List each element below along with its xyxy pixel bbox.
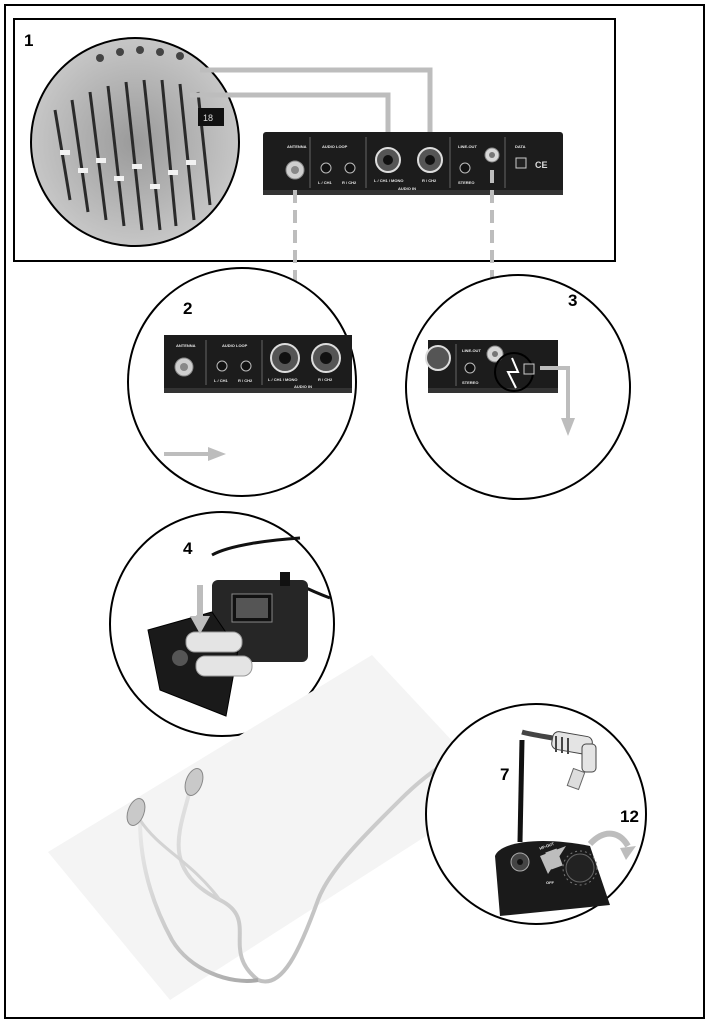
bodypack-hp-out: HP-OUT OFF <box>495 830 636 916</box>
usb-data-port <box>515 157 527 169</box>
svg-text:AUDIO IN: AUDIO IN <box>294 384 312 389</box>
loop-l-label: L / CH1 <box>318 180 332 185</box>
mixing-console-image: 18 <box>30 37 240 247</box>
svg-text:L / CH1 / MONO: L / CH1 / MONO <box>268 377 297 382</box>
loop-l-jack <box>320 162 332 174</box>
step-4-label: 4 <box>183 539 193 558</box>
step-2-circle: 2 ANTENNA AUDIO LOOP L / CH1 R / CH2 L /… <box>127 267 357 497</box>
volume-knob <box>565 853 595 883</box>
step-2-label: 2 <box>183 299 192 318</box>
bodypack-battery-image <box>147 536 331 717</box>
hp-out-label: HP-OUT <box>539 841 556 851</box>
receiver-rear-panel: ANTENNA AUDIO LOOP L / CH1 R / CH2 L / C… <box>263 132 563 195</box>
step-1-panel: 1 <box>13 18 616 262</box>
push-arrow-head <box>208 447 226 461</box>
outer-frame <box>4 4 705 1019</box>
svg-text:AUDIO LOOP: AUDIO LOOP <box>222 343 248 348</box>
svg-text:LINE-OUT: LINE-OUT <box>462 348 481 353</box>
step-3-label: 3 <box>568 291 577 310</box>
step-7-label: 7 <box>500 765 509 784</box>
step-3-circle: 3 LINE-OUT STEREO <box>405 274 631 500</box>
left-earbud <box>126 798 146 826</box>
step-1-label: 1 <box>24 31 33 50</box>
cable-route-arrowhead <box>561 418 575 436</box>
svg-text:L / CH1: L / CH1 <box>214 378 228 383</box>
audio-in-l-label: L / CH1 / MONO <box>374 178 403 183</box>
data-label: DATA <box>515 144 526 149</box>
receiver-panel-closeup: ANTENNA AUDIO LOOP L / CH1 R / CH2 L / C… <box>164 335 352 393</box>
power-panel-closeup: LINE-OUT STEREO <box>425 340 558 393</box>
step-12-label: 12 <box>620 807 639 826</box>
svg-text:STEREO: STEREO <box>462 380 478 385</box>
audio-in-label: AUDIO IN <box>398 186 416 191</box>
svg-text:R / CH2: R / CH2 <box>238 378 253 383</box>
svg-text:CE: CE <box>535 160 548 170</box>
stereo-label: STEREO <box>458 180 474 185</box>
line-out-jack <box>459 162 471 174</box>
line-out-label: LINE-OUT <box>458 144 477 149</box>
antenna-label: ANTENNA <box>287 144 307 149</box>
svg-text:R / CH2: R / CH2 <box>318 377 333 382</box>
right-earbud <box>184 768 204 796</box>
step-4-circle: 4 <box>109 511 335 737</box>
svg-text:18: 18 <box>203 113 213 123</box>
xlr-cable-left <box>190 92 391 138</box>
headphone-plug-image <box>517 729 597 843</box>
loop-r-jack <box>344 162 356 174</box>
svg-text:ANTENNA: ANTENNA <box>176 343 196 348</box>
audio-in-r-label: R / CH2 <box>422 178 437 183</box>
off-label: OFF <box>546 880 555 885</box>
xlr-cable-right <box>200 67 433 138</box>
in-ear-monitor-earphones <box>48 655 531 1000</box>
loop-r-label: R / CH2 <box>342 180 357 185</box>
step-7-12-circle: 7 12 HP-OUT OFF <box>425 703 647 925</box>
cable-route-arrow <box>540 366 570 420</box>
audio-loop-label: AUDIO LOOP <box>322 144 348 149</box>
